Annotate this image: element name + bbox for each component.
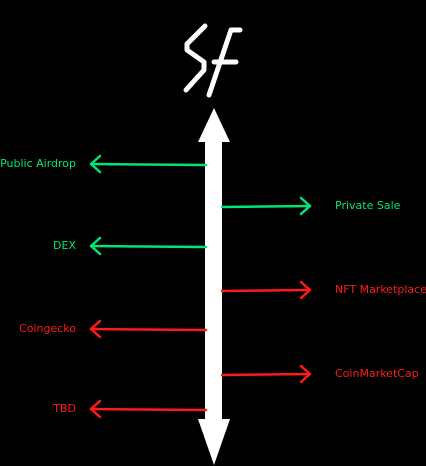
milestone-arrow-public-airdrop xyxy=(89,154,208,174)
milestone-arrowhead xyxy=(299,280,312,300)
milestone-label-tbd: TBD xyxy=(53,402,76,415)
milestone-label-coinmarketcap: CoinMarketCap xyxy=(335,367,419,380)
milestone-label-dex: DEX xyxy=(53,239,76,252)
milestone-arrow-line xyxy=(89,407,208,412)
milestone-arrowhead xyxy=(89,319,102,339)
milestone-label-private-sale: Private Sale xyxy=(335,199,401,212)
milestone-arrow-line xyxy=(89,162,208,167)
milestone-arrow-line xyxy=(89,327,208,332)
milestone-arrow-nft-marketplace xyxy=(220,280,312,300)
milestone-arrow-coingecko xyxy=(89,319,208,339)
milestone-arrowhead xyxy=(89,154,102,174)
milestone-arrowhead xyxy=(89,236,102,256)
milestone-arrowhead xyxy=(299,364,312,384)
milestone-arrow-line xyxy=(220,288,312,293)
milestone-arrows xyxy=(89,154,312,419)
milestone-label-coingecko: Coingecko xyxy=(19,322,76,335)
milestone-label-nft-marketplace: NFT Marketplace xyxy=(335,283,426,296)
sf-logo-icon xyxy=(183,23,243,98)
milestone-arrow-dex xyxy=(89,236,208,256)
milestone-arrow-coinmarketcap xyxy=(220,364,312,384)
timeline-double-arrow xyxy=(198,108,230,465)
timeline-down-arrowhead xyxy=(198,419,230,465)
timeline-shaft xyxy=(205,139,222,422)
milestone-label-public-airdrop: Public Airdrop xyxy=(0,157,76,170)
milestone-arrow-line xyxy=(220,204,312,209)
milestone-arrowhead xyxy=(299,196,312,216)
timeline-up-arrowhead xyxy=(198,108,230,142)
logo-letter-s xyxy=(183,23,208,93)
milestone-arrow-private-sale xyxy=(220,196,312,216)
milestone-arrowhead xyxy=(89,399,102,419)
milestone-arrow-line xyxy=(220,372,312,377)
milestone-arrow-tbd xyxy=(89,399,208,419)
milestone-arrow-line xyxy=(89,244,208,249)
logo-letter-f-stem xyxy=(206,27,243,98)
